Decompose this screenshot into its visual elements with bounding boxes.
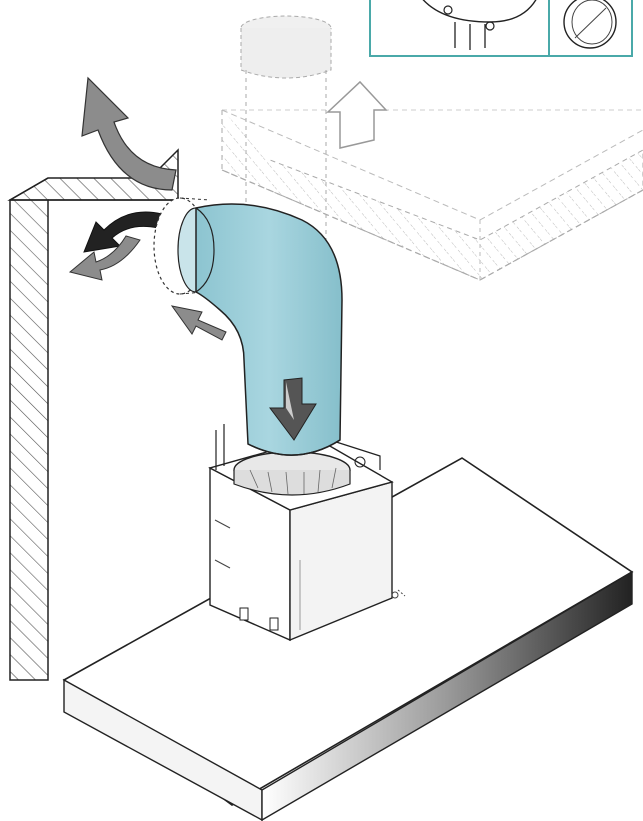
- vertical-duct-option: [240, 15, 332, 250]
- curved-arrow-up-icon: [81, 76, 177, 191]
- detail-inset: [369, 0, 633, 57]
- elbow-duct: [177, 203, 343, 456]
- duct-ring-icon: [563, 0, 617, 49]
- hood-canopy: [62, 457, 634, 821]
- ceiling-outline: [221, 109, 643, 281]
- duct-collar: [233, 451, 351, 496]
- curved-arrow-left-icon: [68, 211, 163, 281]
- wall: [7, 148, 179, 681]
- arrow-up-outline-icon: [326, 80, 388, 149]
- straight-arrow-left-icon: [170, 305, 227, 341]
- hood-details: [391, 589, 406, 599]
- arrow-down-icon: [269, 377, 317, 441]
